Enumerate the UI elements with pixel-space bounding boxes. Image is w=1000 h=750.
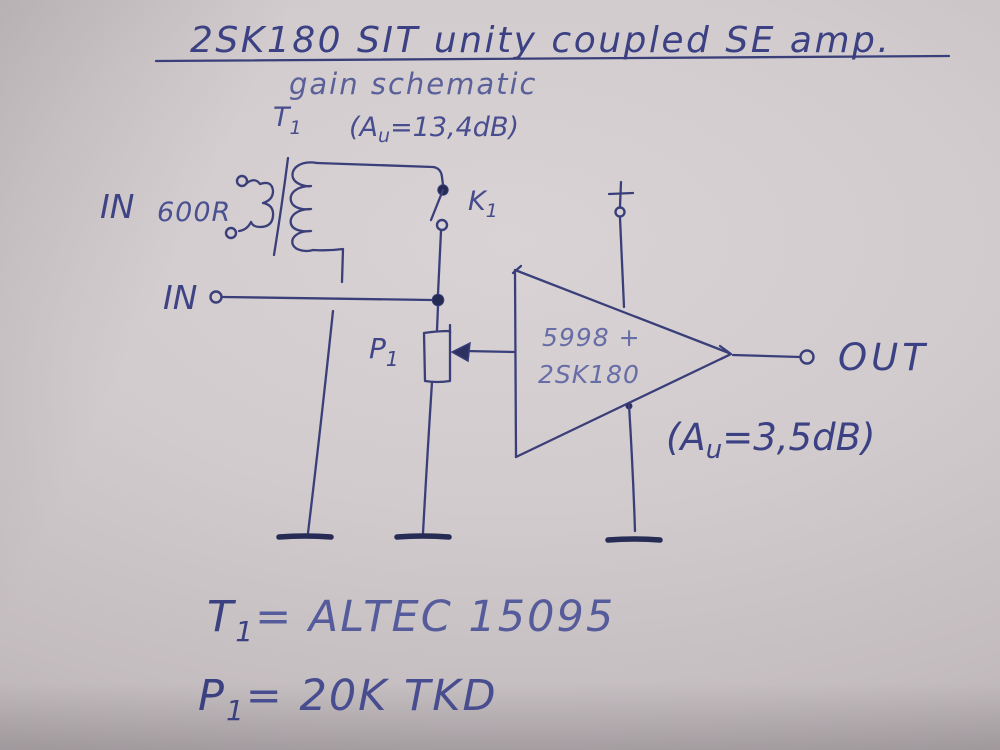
- switch-bottom-contact: [435, 218, 449, 232]
- wire-switch-to-junction: [436, 229, 443, 296]
- amplifier-apex-arrow: [718, 344, 733, 361]
- amplifier-corner-tick: [511, 264, 523, 275]
- ground-symbol-right: [605, 536, 663, 543]
- transformer-gain-label: (Au=13,4dB): [349, 112, 519, 147]
- wire-amp-to-ground: [627, 403, 637, 533]
- supply-plus-symbol: [607, 180, 635, 208]
- ground-symbol-left: [276, 533, 334, 540]
- amplifier-top-edge: [513, 268, 731, 355]
- amp-device-label: 2SK180: [538, 360, 640, 389]
- ground-symbol-middle: [394, 533, 452, 540]
- amp-tube-label: 5998 +: [542, 323, 641, 352]
- transformer-secondary-winding: [289, 161, 345, 284]
- amplifier-bottom-edge: [514, 353, 731, 459]
- schematic-title: 2SK180 SIT unity coupled SE amp.: [190, 20, 891, 61]
- input-terminal-direct: [209, 290, 223, 304]
- note-p1: P1= 20K TKD: [198, 671, 498, 727]
- potentiometer-body: [422, 329, 452, 384]
- transformer-primary-winding: [237, 179, 275, 233]
- title-underline: [154, 54, 951, 63]
- wire-supply-to-amp: [618, 216, 626, 309]
- transformer-core: [272, 156, 290, 257]
- input-bottom-label: IN: [163, 278, 197, 317]
- input-terminal-bottom: [224, 226, 238, 240]
- output-label: OUT: [838, 336, 929, 379]
- switch-ref-label: K1: [468, 186, 498, 222]
- transformer-ref-label: T1: [273, 102, 302, 139]
- wiper-arrowhead: [450, 341, 471, 363]
- wire-secondary-to-switch: [315, 161, 445, 187]
- wire-pot-to-ground: [421, 380, 434, 535]
- junction-node: [431, 293, 445, 307]
- switch-blade: [429, 188, 445, 222]
- schematic-subtitle: gain schematic: [289, 67, 538, 101]
- wire-secondary-to-ground: [306, 309, 335, 535]
- note-t1: T1= ALTEC 15095: [207, 592, 615, 648]
- wire-wiper: [463, 349, 517, 354]
- wire-output: [731, 353, 802, 359]
- amp-gain-label: (Au=3,5dB): [666, 416, 875, 465]
- supply-terminal: [614, 206, 626, 218]
- wire-input-direct: [221, 295, 433, 302]
- wire-junction-to-pot: [435, 304, 440, 332]
- pot-ref-label: P1: [369, 332, 399, 371]
- input-top-label: IN: [100, 187, 134, 226]
- output-terminal: [799, 349, 815, 365]
- amplifier-left-edge: [513, 268, 518, 459]
- input-terminal-top: [235, 174, 249, 188]
- input-impedance-label: 600R: [157, 197, 231, 228]
